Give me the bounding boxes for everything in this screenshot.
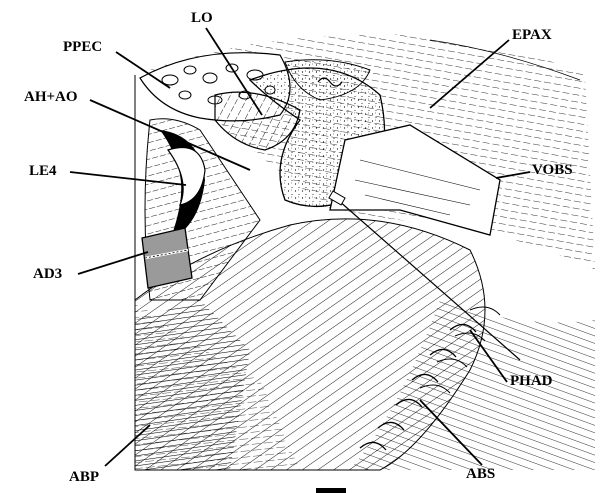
label-le4: LE4 bbox=[29, 164, 57, 179]
scale-bar bbox=[316, 488, 346, 493]
label-ppec: PPEC bbox=[63, 40, 102, 55]
label-epax: EPAX bbox=[512, 28, 552, 43]
label-lo: LO bbox=[191, 11, 213, 26]
label-abs: ABS bbox=[466, 467, 495, 482]
label-vobs: VOBS bbox=[532, 163, 573, 178]
adductor-3-bone bbox=[142, 228, 192, 288]
label-phad: PHAD bbox=[510, 374, 553, 389]
label-ah-ao: AH+AO bbox=[24, 90, 78, 105]
label-ad3: AD3 bbox=[33, 267, 62, 282]
label-abp: ABP bbox=[69, 470, 99, 485]
leader-ad3 bbox=[78, 252, 148, 274]
